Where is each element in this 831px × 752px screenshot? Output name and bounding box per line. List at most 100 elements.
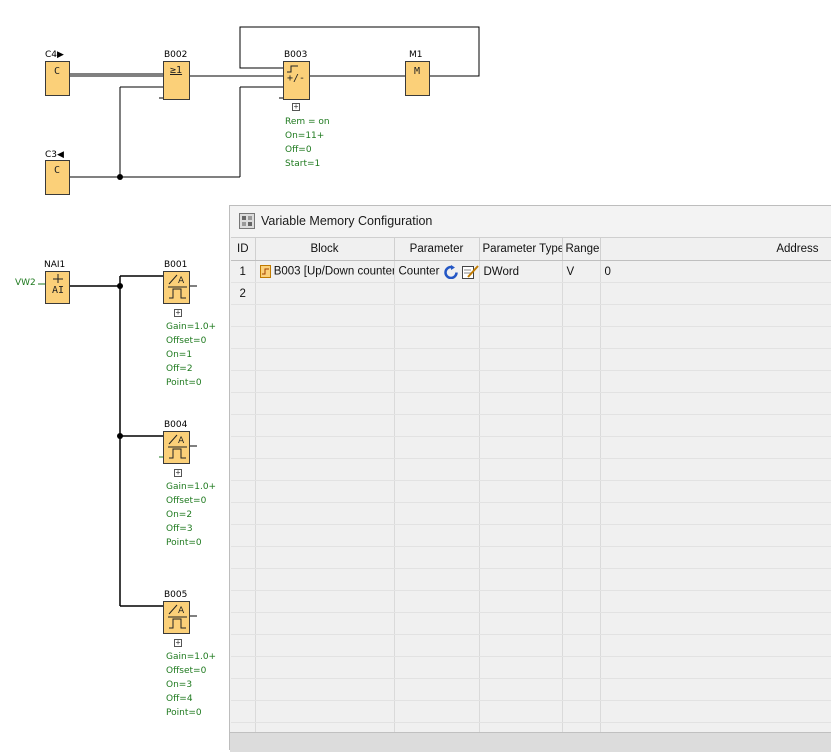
edit-icon[interactable] — [462, 264, 479, 279]
c3-block[interactable]: C — [45, 160, 70, 195]
empty-cell — [394, 393, 479, 415]
empty-cell — [255, 635, 394, 657]
cell-range[interactable] — [562, 283, 600, 305]
empty-cell — [479, 437, 562, 459]
variable-table[interactable]: ID Block Parameter Parameter Type Range … — [231, 237, 831, 733]
empty-cell — [255, 701, 394, 723]
cell-parameter-type — [479, 283, 562, 305]
b001-label: B001 — [164, 260, 187, 270]
empty-row — [231, 657, 831, 679]
cell-address[interactable] — [600, 283, 831, 305]
column-header-id[interactable]: ID — [231, 238, 255, 261]
empty-cell — [600, 393, 831, 415]
empty-cell — [600, 569, 831, 591]
empty-cell — [600, 591, 831, 613]
b005-block[interactable]: A — [163, 601, 190, 634]
empty-cell — [394, 569, 479, 591]
column-header-parameter-type[interactable]: Parameter Type — [479, 238, 562, 261]
empty-cell — [479, 459, 562, 481]
empty-cell — [231, 349, 255, 371]
m1-block[interactable]: M — [405, 61, 430, 96]
empty-row — [231, 679, 831, 701]
empty-cell — [231, 459, 255, 481]
empty-cell — [255, 613, 394, 635]
empty-cell — [255, 591, 394, 613]
empty-row — [231, 393, 831, 415]
empty-cell — [479, 481, 562, 503]
empty-cell — [255, 305, 394, 327]
b001-block[interactable]: A — [163, 271, 190, 304]
b002-label: B002 — [164, 50, 187, 60]
column-header-parameter[interactable]: Parameter — [394, 238, 479, 261]
empty-cell — [394, 349, 479, 371]
c4-block[interactable]: C — [45, 61, 70, 96]
empty-cell — [562, 569, 600, 591]
b004-params: Gain=1.0+ Offset=0 On=2 Off=3 Point=0 — [166, 480, 216, 550]
empty-cell — [231, 547, 255, 569]
empty-cell — [394, 415, 479, 437]
empty-cell — [255, 569, 394, 591]
cell-parameter[interactable]: Counter — [394, 261, 479, 283]
empty-cell — [394, 525, 479, 547]
empty-cell — [562, 701, 600, 723]
cell-parameter[interactable] — [394, 283, 479, 305]
block-icon — [260, 265, 271, 278]
empty-row — [231, 525, 831, 547]
empty-cell — [394, 701, 479, 723]
b004-expand-icon[interactable]: + — [174, 469, 182, 477]
empty-cell — [394, 547, 479, 569]
empty-cell — [394, 437, 479, 459]
b004-block[interactable]: A — [163, 431, 190, 464]
empty-cell — [479, 393, 562, 415]
table-row[interactable]: 2 — [231, 283, 831, 305]
empty-cell — [479, 591, 562, 613]
empty-cell — [394, 503, 479, 525]
cell-block[interactable] — [255, 283, 394, 305]
empty-cell — [479, 613, 562, 635]
empty-cell — [562, 459, 600, 481]
empty-cell — [562, 591, 600, 613]
empty-cell — [231, 481, 255, 503]
empty-cell — [600, 701, 831, 723]
cell-block[interactable]: B003 [Up/Down counter] — [255, 261, 394, 283]
nai1-block[interactable]: AI — [45, 271, 70, 304]
m1-block-text: M — [414, 66, 420, 77]
nai1-block-text: AI — [52, 285, 64, 296]
empty-row — [231, 305, 831, 327]
cell-address[interactable]: 0 — [600, 261, 831, 283]
refresh-icon[interactable] — [443, 265, 459, 279]
empty-cell — [562, 415, 600, 437]
b003-block-text: +/- — [287, 73, 305, 84]
empty-cell — [255, 547, 394, 569]
vw2-label: VW2 — [15, 276, 36, 290]
empty-row — [231, 701, 831, 723]
empty-cell — [231, 569, 255, 591]
b001-params: Gain=1.0+ Offset=0 On=1 Off=2 Point=0 — [166, 320, 216, 390]
empty-cell — [562, 393, 600, 415]
dialog-titlebar[interactable]: Variable Memory Configuration — [230, 206, 831, 237]
cell-range[interactable]: V — [562, 261, 600, 283]
b005-label: B005 — [164, 590, 187, 600]
column-header-address[interactable]: Address — [600, 238, 831, 261]
empty-row — [231, 459, 831, 481]
empty-cell — [255, 481, 394, 503]
svg-text:A: A — [178, 436, 185, 446]
b002-block-text: ≥1 — [170, 65, 182, 76]
empty-cell — [255, 503, 394, 525]
empty-cell — [600, 349, 831, 371]
empty-cell — [231, 679, 255, 701]
c3-block-text: C — [54, 165, 60, 176]
column-header-range[interactable]: Range — [562, 238, 600, 261]
empty-cell — [231, 371, 255, 393]
b003-expand-icon[interactable]: + — [292, 103, 300, 111]
empty-cell — [479, 327, 562, 349]
empty-cell — [255, 459, 394, 481]
b005-expand-icon[interactable]: + — [174, 639, 182, 647]
empty-cell — [562, 635, 600, 657]
table-row[interactable]: 1 B003 [Up/Down counter] Counter — [231, 261, 831, 283]
column-header-block[interactable]: Block — [255, 238, 394, 261]
b003-block[interactable]: +/- — [283, 61, 310, 100]
b002-block[interactable]: ≥1 — [163, 61, 190, 100]
arrow-left-icon: ◀ — [57, 150, 64, 160]
b001-expand-icon[interactable]: + — [174, 309, 182, 317]
